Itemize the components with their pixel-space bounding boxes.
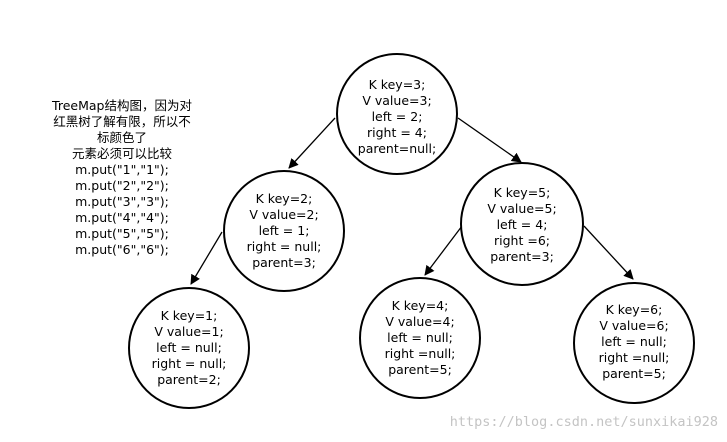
note-line: m.put("4","4");: [75, 210, 169, 225]
node-line: K key=1;: [161, 308, 218, 323]
tree-node-key-4: K key=4; V value=4; left = null; right =…: [359, 277, 481, 399]
node-line: parent=5;: [602, 366, 666, 381]
node-line: right = null;: [247, 239, 322, 254]
node-line: V value=3;: [362, 93, 431, 108]
node-line: left = 2;: [372, 109, 423, 124]
node-line: left = 4;: [497, 217, 548, 232]
note-line: 元素必须可以比较: [72, 146, 173, 161]
node-line: right = null;: [152, 356, 227, 371]
node-line: left = null;: [601, 334, 667, 349]
edge-2-to-1: [190, 231, 223, 285]
node-line: V value=4;: [385, 314, 454, 329]
node-line: parent=5;: [388, 362, 452, 377]
node-line: K key=5;: [494, 185, 551, 200]
node-line: parent=3;: [490, 249, 554, 264]
node-line: right =6;: [494, 233, 550, 248]
node-line: K key=4;: [392, 298, 449, 313]
edge-3-to-2: [288, 117, 336, 169]
node-line: V value=5;: [487, 201, 556, 216]
edges-group: [190, 117, 634, 285]
tree-node-key-5: K key=5; V value=5; left = 4; right =6; …: [460, 162, 584, 286]
note-text-block: TreeMap结构图，因为对 红黑树了解有限，所以不 标颜色了 元素必须可以比较…: [51, 98, 192, 257]
node-line: left = 1;: [259, 223, 310, 238]
edge-3-to-5: [457, 117, 522, 163]
node-line: parent=3;: [252, 255, 316, 270]
node-line: K key=3;: [369, 77, 426, 92]
node-line: parent=null;: [358, 141, 436, 156]
note-line: TreeMap结构图，因为对: [51, 98, 192, 113]
node-line: left = null;: [387, 330, 453, 345]
node-line: parent=2;: [157, 372, 221, 387]
node-line: V value=1;: [154, 324, 223, 339]
note-line: m.put("2","2");: [75, 178, 169, 193]
note-line: m.put("3","3");: [75, 194, 169, 209]
node-line: right = 4;: [367, 125, 427, 140]
edge-5-to-4: [424, 225, 463, 276]
node-line: K key=2;: [256, 191, 313, 206]
node-line: left = null;: [156, 340, 222, 355]
node-line: K key=6;: [606, 302, 663, 317]
note-line: m.put("1","1");: [75, 162, 169, 177]
node-line: right =null;: [599, 350, 670, 365]
watermark-url: https://blog.csdn.net/sunxikai928: [450, 414, 718, 430]
edge-5-to-6: [583, 225, 634, 280]
note-line: 标颜色了: [97, 130, 147, 145]
node-line: right =null;: [385, 346, 456, 361]
note-line: 红黑树了解有限，所以不: [53, 114, 191, 129]
note-line: m.put("5","5");: [75, 226, 169, 241]
tree-node-key-3: K key=3; V value=3; left = 2; right = 4;…: [336, 53, 458, 175]
tree-node-key-1: K key=1; V value=1; left = null; right =…: [128, 287, 250, 409]
note-line: m.put("6","6");: [75, 242, 169, 257]
node-line: V value=2;: [249, 207, 318, 222]
node-line: V value=6;: [599, 318, 668, 333]
tree-node-key-6: K key=6; V value=6; left = null; right =…: [573, 282, 695, 404]
tree-node-key-2: K key=2; V value=2; left = 1; right = nu…: [223, 170, 345, 292]
